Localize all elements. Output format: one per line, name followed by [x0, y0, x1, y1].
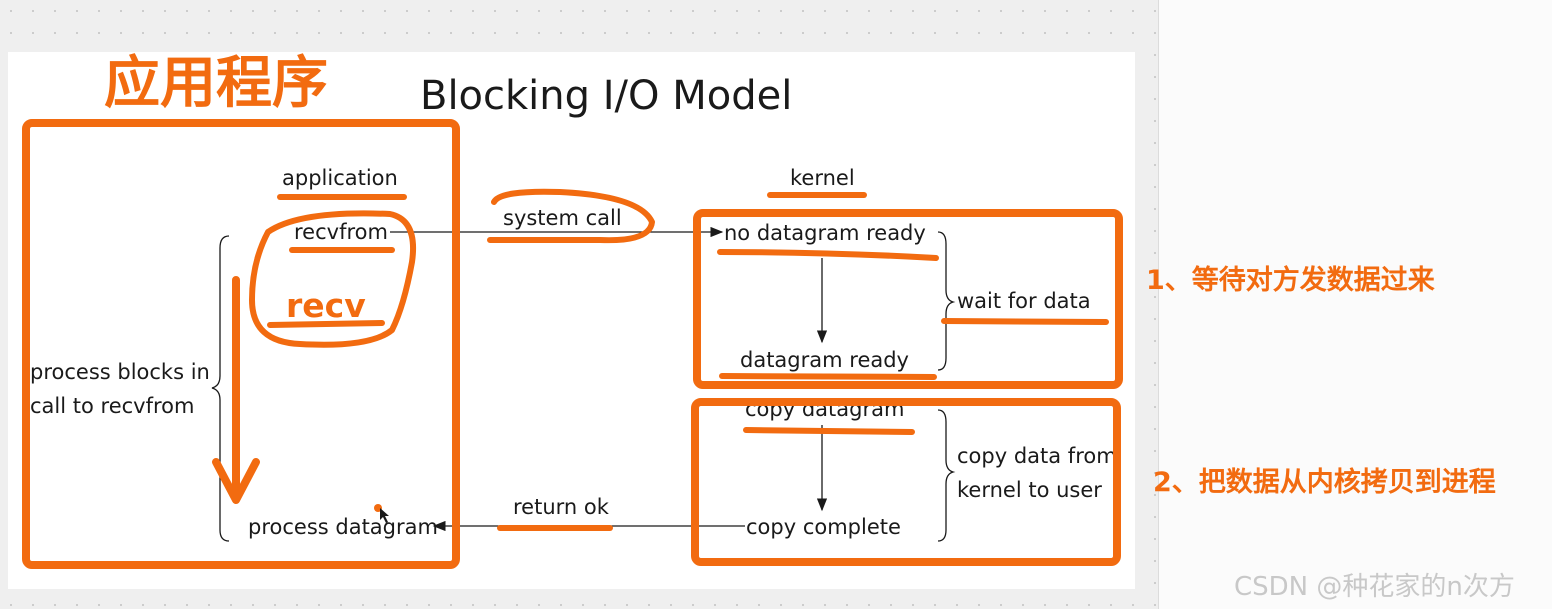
- app-heading-annotation: 应用程序: [104, 51, 328, 116]
- call-to-recvfrom-label: call to recvfrom: [30, 394, 195, 418]
- process-blocks-label: process blocks in: [30, 360, 210, 384]
- right-panel: [1158, 0, 1552, 609]
- return-ok-label: return ok: [513, 495, 609, 519]
- mouse-cursor-icon: [380, 508, 389, 523]
- wait-for-data-label: wait for data: [957, 289, 1091, 313]
- no-datagram-ready-label: no datagram ready: [724, 221, 926, 245]
- application-box: [22, 119, 460, 569]
- recv-annotation: recv: [286, 286, 366, 325]
- recvfrom-circle: [249, 210, 416, 348]
- copy-brace: [937, 409, 956, 542]
- watermark: CSDN @种花家的n次方: [1234, 572, 1515, 602]
- no-datagram-underline: [717, 249, 939, 261]
- copy-datagram-underline: [743, 427, 915, 435]
- wait-brace: [937, 231, 956, 371]
- diagram-title: Blocking I/O Model: [420, 73, 793, 119]
- copy-data-box: [691, 398, 1121, 566]
- kernel-label: kernel: [790, 166, 855, 190]
- kernel-to-user-label: kernel to user: [957, 478, 1102, 502]
- recvfrom-label: recvfrom: [294, 220, 388, 244]
- step1-annotation: 1、等待对方发数据过来: [1146, 265, 1435, 296]
- recv-underline: [267, 320, 385, 328]
- copy-data-from-label: copy data from: [957, 444, 1117, 468]
- process-datagram-label: process datagram: [248, 515, 438, 539]
- blocking-down-arrow: [212, 276, 260, 504]
- application-label: application: [282, 166, 398, 190]
- wait-data-box: [693, 209, 1123, 389]
- wait-for-data-underline: [941, 318, 1109, 325]
- copy-complete-label: copy complete: [746, 515, 901, 539]
- system-call-scribble: [487, 188, 655, 244]
- process-blocks-brace: [211, 235, 230, 542]
- datagram-ready-label: datagram ready: [740, 348, 909, 372]
- system-call-label: system call: [503, 206, 622, 230]
- datagram-ready-underline: [719, 373, 937, 380]
- step2-annotation: 2、把数据从内核拷贝到进程: [1153, 467, 1496, 498]
